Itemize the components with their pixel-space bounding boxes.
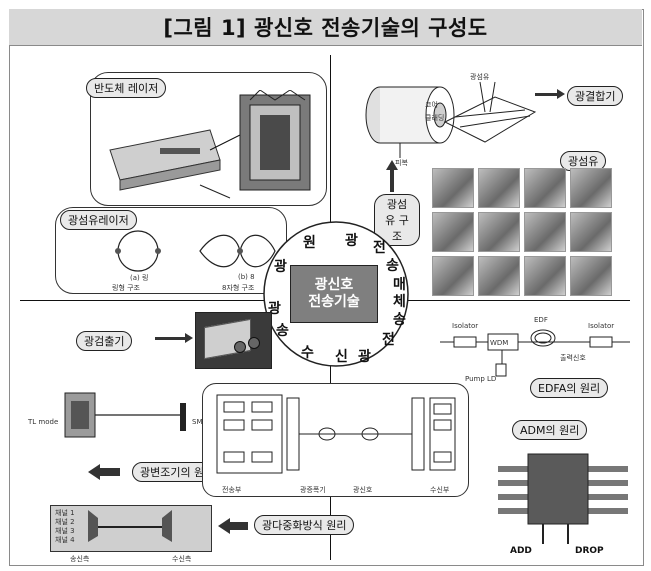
wdm-channel-4: 채널 4 [55,535,75,545]
wdm-tx-label: 송신측 [70,554,89,564]
ring-char: 송 [276,320,289,340]
ring-char: 원 [303,232,316,252]
edfa-isolator-1: Isolator [452,322,478,330]
ring-char: 광 [345,230,358,250]
wdm-tag: 광다중화방식 원리 [254,515,354,535]
fiber-photo-grid [432,168,612,296]
arrow-left-wdm [230,522,248,530]
wdm-rx-label: 수신측 [172,554,191,564]
coupler-diagram [440,72,540,152]
laser-diagram [100,90,320,200]
edfa-tag: EDFA의 원리 [530,378,608,398]
system-label-amp: 광증폭기 [300,485,326,495]
fiber-photo [524,212,566,252]
arrow-right-coupler [535,93,557,96]
ring-char: 송 [386,255,399,275]
adm-tag: ADM의 원리 [512,420,587,440]
coupler-tag: 광결합기 [567,86,623,106]
photodetector-tag: 광검출기 [76,331,132,351]
fiber-photo [478,212,520,252]
edfa-wdm: WDM [490,339,508,347]
fiber-part-core: 코어 [425,100,438,110]
fiber-photo [432,212,474,252]
arrow-right-coupler-head [557,89,565,99]
fiber-photo [478,256,520,296]
edfa-isolator-2: Isolator [588,322,614,330]
fiber-photo [524,168,566,208]
modulator-diagram [55,383,195,445]
ring-char: 광 [358,346,371,366]
ring-char: 광 [274,256,287,276]
fiber-photo [524,256,566,296]
ring-char: 전 [373,237,386,257]
edfa-edf: EDF [534,316,548,324]
fiber-photo [570,168,612,208]
arrow-left-wdm-head [218,518,230,534]
fiber-laser-label-d: 8자형 구조 [222,283,254,293]
fiber-laser-label-c: 링형 구조 [112,283,140,293]
center-title-box: 광신호 전송기술 [290,265,378,323]
system-label-signal: 광신호 [353,485,372,495]
fiber-photo [570,212,612,252]
figure-title: [그림 1] 광신호 전송기술의 구성도 [9,9,642,46]
ring-char: 체 [393,291,406,311]
coupler-sublabel: 광섬유 [470,72,489,82]
fiber-photo [432,256,474,296]
edfa-pump: Pump LD [465,375,496,383]
fiber-photo [478,168,520,208]
fiber-photo [570,256,612,296]
ring-char: 수 [301,342,314,362]
wdm-diagram [52,506,208,546]
tl-mode-label: TL mode [28,418,58,426]
arrow-left-modulator [100,468,120,476]
center-title-line1: 광신호 [315,277,354,295]
arrow-right-detector [155,337,185,340]
adm-diagram [488,446,638,546]
ring-char: 신 [335,346,348,366]
edfa-output: 출력신호 [560,353,586,363]
arrow-up-fiber-shaft [390,170,394,192]
system-diagram [212,390,462,478]
fiber-laser-label-a: (a) 링 [130,273,148,283]
arrow-right-detector-head [185,333,193,343]
ring-char: 전 [382,329,395,349]
system-label-tx: 전송부 [222,485,241,495]
fiber-photo [432,168,474,208]
detector-photo [195,312,272,369]
ring-char: 송 [393,309,406,329]
fiber-laser-label-b: (b) 8 [238,273,255,281]
arrow-up-fiber [386,160,398,170]
system-label-rx: 수신부 [430,485,449,495]
adm-add-label: ADD [510,546,532,556]
arrow-left-modulator-head [88,464,100,480]
adm-drop-label: DROP [575,546,604,556]
center-title-line2: 전송기술 [308,294,360,312]
